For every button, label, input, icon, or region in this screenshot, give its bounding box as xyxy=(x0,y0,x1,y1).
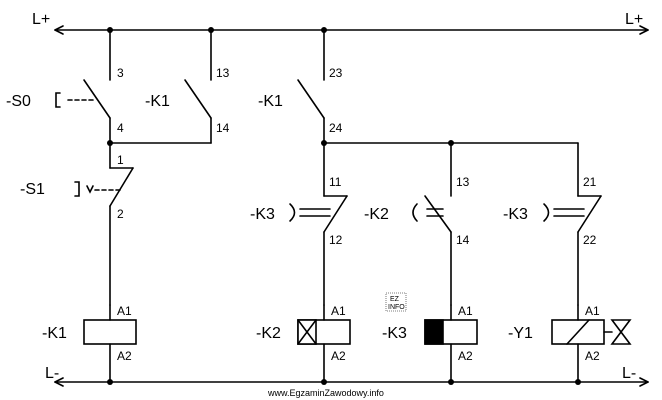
terminal-13b: 13 xyxy=(456,175,470,189)
k1-coil xyxy=(83,304,137,383)
terminal-11: 11 xyxy=(329,175,342,189)
y1-terminal-a2: A2 xyxy=(585,349,600,363)
k1-self-hold-contact xyxy=(109,29,212,144)
terminal-2: 2 xyxy=(117,207,124,221)
k3-nc-timer-contact xyxy=(289,142,348,306)
k3-terminal-a2: A2 xyxy=(458,349,473,363)
k1-coil-label: -K1 xyxy=(42,325,67,342)
k3-contact-a-label: -K3 xyxy=(250,206,275,223)
rail-label-top-right: L+ xyxy=(625,11,643,28)
terminal-13: 13 xyxy=(216,66,230,80)
k2-terminal-a1: A1 xyxy=(331,304,346,318)
logo-line-1: EZ xyxy=(390,296,400,303)
k2-terminal-a2: A2 xyxy=(331,349,346,363)
s1-label: -S1 xyxy=(20,181,45,198)
terminal-14b: 14 xyxy=(456,233,470,247)
rail-label-bottom-left: L- xyxy=(45,365,59,382)
terminal-22: 22 xyxy=(583,233,597,247)
k1-main-label: -K1 xyxy=(258,93,283,110)
k3-coil-label: -K3 xyxy=(382,325,407,342)
terminal-1: 1 xyxy=(117,153,124,167)
rail-label-bottom-right: L- xyxy=(622,365,636,382)
s1-nc-switch xyxy=(74,142,134,306)
terminal-24: 24 xyxy=(329,121,343,135)
y1-terminal-a1: A1 xyxy=(585,304,600,318)
ez-info-logo: EZ INFO xyxy=(385,292,407,312)
k3-coil xyxy=(424,304,478,383)
k3-nc-timer-contact-2 xyxy=(543,142,602,306)
terminal-3: 3 xyxy=(117,66,124,80)
k3-contact-b-label: -K3 xyxy=(503,206,528,223)
logo-line-2: INFO xyxy=(388,304,405,311)
k2-coil-label: -K2 xyxy=(256,325,281,342)
k2-contact-label: -K2 xyxy=(364,206,389,223)
watermark-text: www.EgzaminZawodowy.info xyxy=(267,388,384,398)
k3-terminal-a1: A1 xyxy=(458,304,473,318)
k1-hold-label: -K1 xyxy=(145,93,170,110)
terminal-21: 21 xyxy=(583,175,597,189)
valve-icon xyxy=(610,319,632,345)
top-rail-l-plus xyxy=(54,25,649,35)
y1-solenoid-valve xyxy=(551,304,632,383)
terminal-23: 23 xyxy=(329,66,343,80)
terminal-4: 4 xyxy=(117,121,124,135)
s0-stop-button xyxy=(55,29,111,144)
terminal-14: 14 xyxy=(216,121,230,135)
k2-no-timer-contact xyxy=(412,142,452,306)
k1-terminal-a2: A2 xyxy=(117,349,132,363)
s0-label: -S0 xyxy=(6,93,31,110)
k2-coil xyxy=(297,304,351,383)
y1-label: -Y1 xyxy=(508,325,533,342)
rail-label-top-left: L+ xyxy=(32,11,50,28)
k1-terminal-a1: A1 xyxy=(117,304,132,318)
terminal-12: 12 xyxy=(329,233,343,247)
bottom-rail-l-minus xyxy=(54,377,649,387)
